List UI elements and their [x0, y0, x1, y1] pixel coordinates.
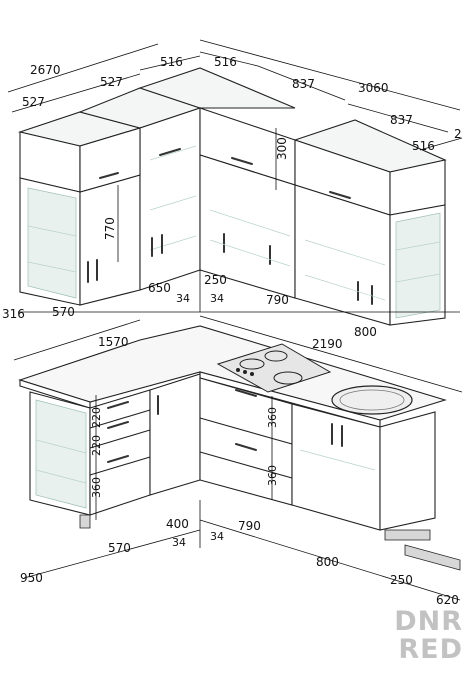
dim-lower-400: 400 [166, 517, 189, 531]
drawer-handle-3 [107, 455, 129, 463]
sink-bowl [339, 389, 405, 411]
dim-lower-34-right: 34 [210, 530, 224, 543]
dim-upper-800: 800 [354, 325, 377, 339]
hob [216, 343, 332, 393]
dim-lower-950: 950 [20, 571, 43, 585]
dim-lower-34-left: 34 [172, 536, 186, 549]
upper-handle-corner [159, 148, 181, 156]
dim-upper-516-left: 516 [160, 55, 183, 69]
watermark-line-2: RED [398, 634, 463, 665]
dim-upper-570: 570 [52, 305, 75, 319]
dim-upper-34-left: 34 [176, 292, 190, 305]
dim-lower-790: 790 [238, 519, 261, 533]
dim-upper-2: 2 [454, 127, 462, 141]
dim-lower-2190: 2190 [312, 337, 343, 351]
hob-burner-2 [264, 350, 288, 362]
hob-burner-1 [239, 358, 265, 370]
plinth-extension [404, 544, 461, 571]
dim-lower-570: 570 [108, 541, 131, 555]
dim-upper-837-b: 837 [390, 113, 413, 127]
upper-corner-right-top [138, 67, 296, 109]
watermark-line-1: DNR [394, 606, 463, 637]
dim-lower-360-b: 360 [266, 465, 279, 486]
knob-3 [250, 372, 254, 376]
dim-lower-800: 800 [316, 555, 339, 569]
sink [331, 385, 413, 415]
dim-lower-360-c: 360 [90, 477, 103, 498]
left-corner-base [149, 373, 201, 496]
dim-upper-837-a: 837 [292, 77, 315, 91]
dim-upper-790: 790 [266, 293, 289, 307]
left-base-glass [35, 399, 87, 509]
dim-upper-316: 316 [2, 307, 25, 321]
dim-lower-1570: 1570 [98, 335, 129, 349]
upper-handle-left [99, 172, 119, 179]
dim-lower-360-a: 360 [266, 407, 279, 428]
knob-1 [236, 368, 240, 372]
knob-2 [243, 370, 247, 374]
corner-tall-panel [139, 107, 201, 291]
watermark-logo: DNR RED [394, 608, 463, 664]
right-end-glass [395, 212, 441, 319]
right-end-base [379, 411, 436, 531]
dim-upper-250: 250 [204, 273, 227, 287]
dim-upper-770: 770 [103, 217, 117, 240]
drawer-handle-2 [107, 421, 129, 429]
dim-upper-516-side: 516 [412, 139, 435, 153]
upper-handle-b [329, 191, 351, 199]
dim-upper-650: 650 [148, 281, 171, 295]
dim-upper-527-b: 527 [100, 75, 123, 89]
dim-upper-3060: 3060 [358, 81, 389, 95]
dim-upper-300: 300 [275, 137, 289, 160]
lower-dimension-lines [13, 315, 463, 601]
dim-lower-220-b: 220 [90, 435, 103, 456]
left-tall-glass [27, 187, 77, 299]
dim-upper-527-a: 527 [22, 95, 45, 109]
hob-burner-3 [273, 371, 303, 385]
dim-upper-34-right: 34 [210, 292, 224, 305]
right-drawer-handle-1 [235, 389, 257, 397]
upper-handle-a [231, 157, 253, 165]
right-drawer-handle-2 [235, 443, 257, 451]
plinth-left [79, 514, 91, 529]
dim-upper-516-right: 516 [214, 55, 237, 69]
upper-dimension-lines [7, 39, 463, 313]
lower-cabinets [18, 325, 461, 571]
dim-upper-2670: 2670 [30, 63, 61, 77]
plinth-right [384, 529, 431, 541]
dim-lower-250: 250 [390, 573, 413, 587]
dim-lower-620: 620 [436, 593, 459, 607]
upper-cabinets [17, 67, 447, 326]
dim-lower-220-a: 220 [90, 407, 103, 428]
upper-mid-left [79, 127, 141, 193]
drawer-handle-1 [107, 401, 129, 409]
